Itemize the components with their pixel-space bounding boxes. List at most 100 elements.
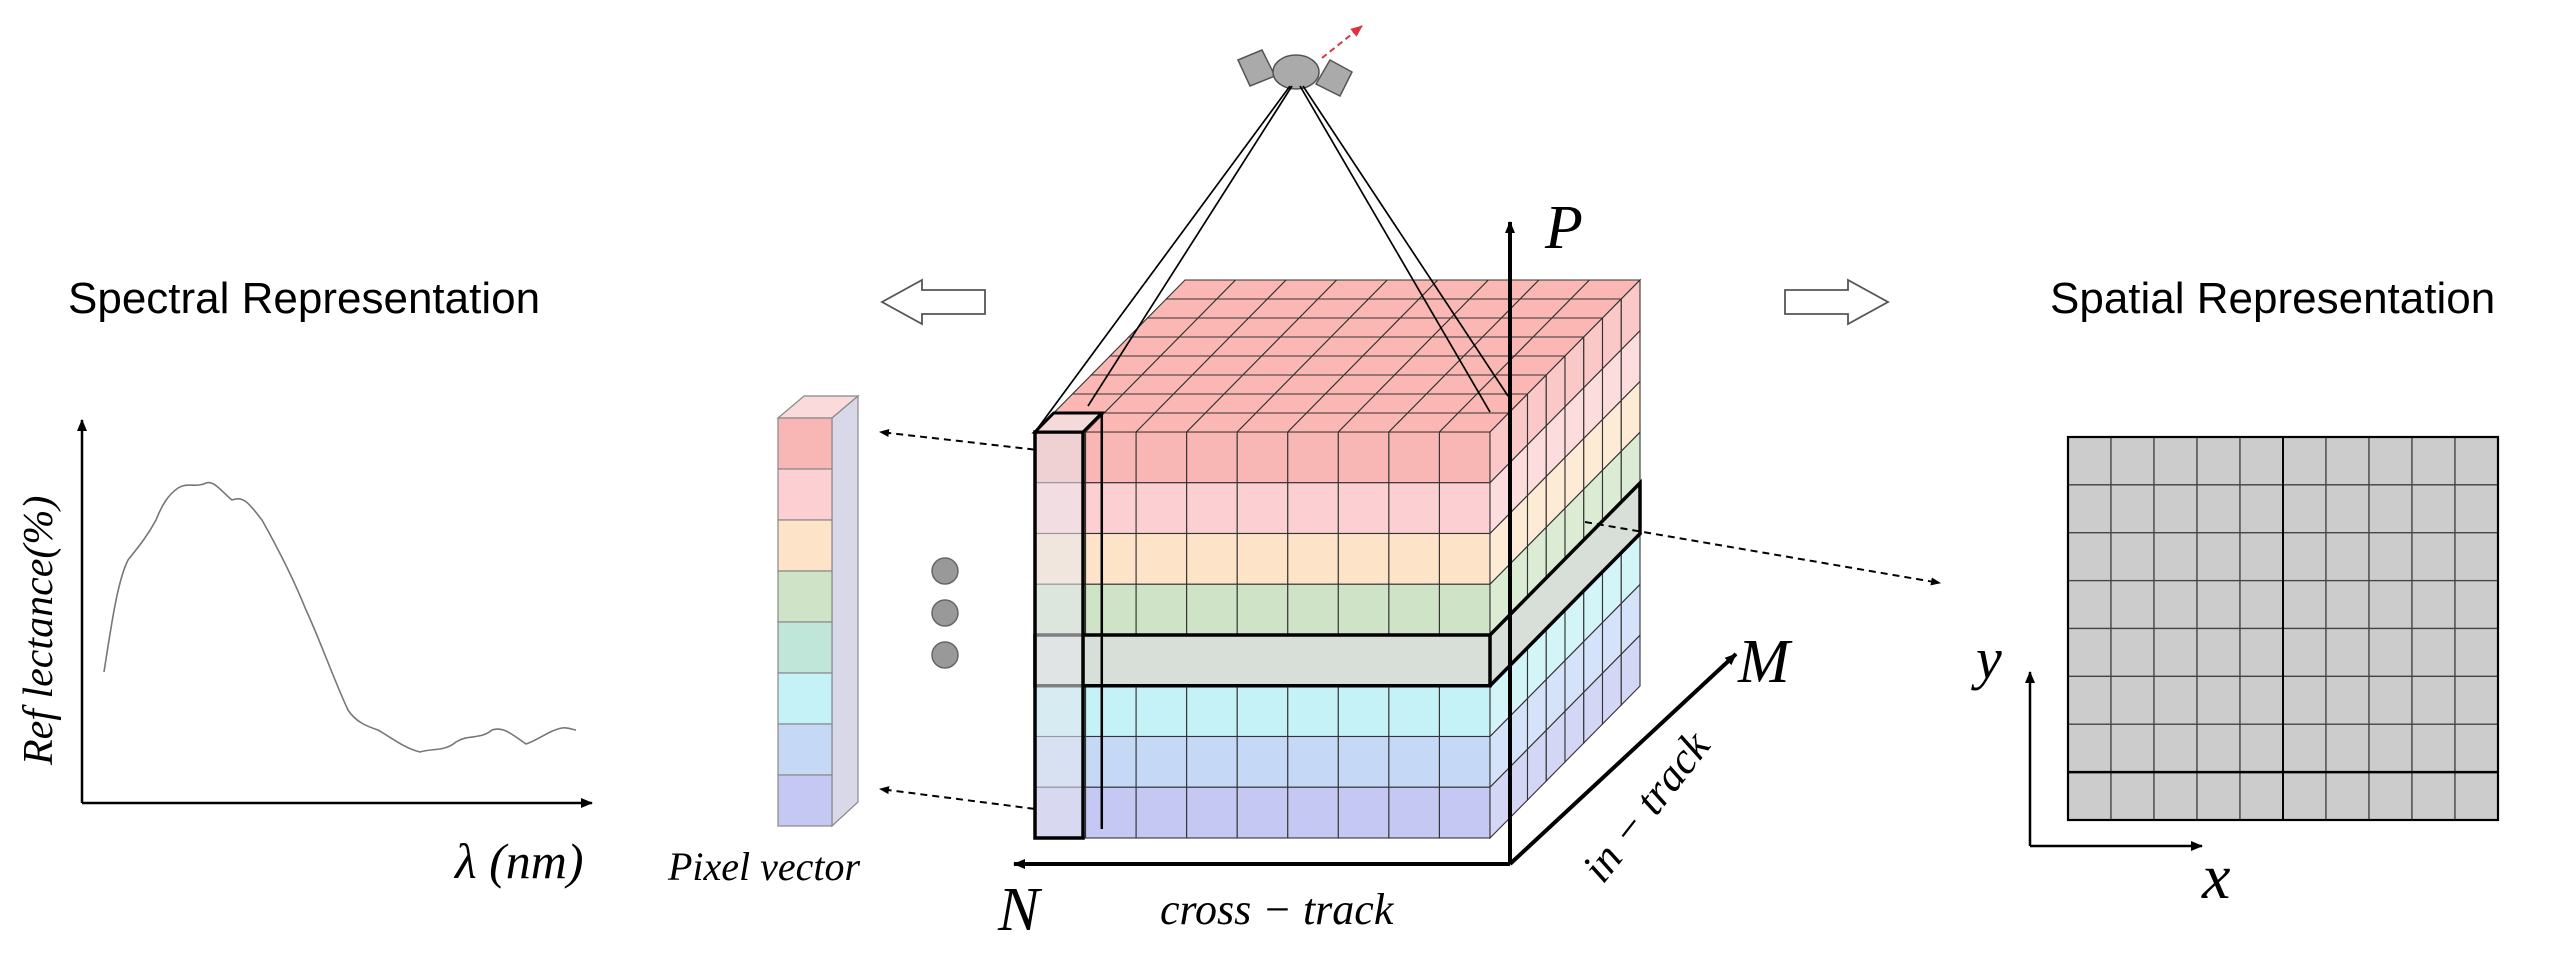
pixel-vector-cells (777, 417, 833, 827)
cube-front-cell (1438, 532, 1491, 585)
spectral-title: Spectral Representation (68, 274, 540, 323)
cube-front-cell (1438, 685, 1491, 738)
spatial-grid-cell (2454, 532, 2499, 582)
spatial-grid-cell (2282, 627, 2327, 678)
pointer-top-to-vector (879, 429, 1083, 456)
spatial-grid-cell (2110, 627, 2155, 678)
spatial-grid-cell (2067, 627, 2112, 678)
cube-front-cell (1438, 431, 1491, 484)
cube-front-cell (1438, 735, 1491, 788)
spatial-grid-cell (2368, 675, 2413, 725)
satellite-body (1272, 54, 1320, 90)
spatial-grid-cell (2239, 436, 2284, 486)
satellite (1236, 25, 1363, 98)
pixel-vector-cell (777, 468, 833, 521)
spatial-grid-cell (2411, 579, 2456, 630)
cross-track-label: cross − track (1160, 885, 1395, 934)
spatial-grid-cell (2368, 579, 2413, 630)
selected-band-side (1490, 483, 1640, 686)
pixel-vector-cell (777, 570, 833, 623)
spatial-grid-cells (2066, 435, 2500, 822)
spatial-grid-cell (2153, 579, 2198, 630)
cube-front-cell (1438, 583, 1491, 636)
spatial-grid-cell (2110, 436, 2155, 486)
cube-front-cell (1236, 482, 1289, 535)
sensor-view-lines (1034, 85, 1509, 433)
cube-front-cell (1186, 532, 1238, 585)
spatial-grid-cell (2325, 484, 2370, 534)
spatial-grid-cell (2239, 532, 2284, 582)
cube-front-cell (1388, 786, 1440, 839)
cube-front-cell (1287, 482, 1339, 535)
cube-front-cell (1438, 482, 1491, 535)
spatial-grid-cell (2411, 436, 2456, 486)
cube-front-cell (1186, 685, 1238, 738)
spatial-grid-cell (2239, 723, 2284, 773)
spatial-grid-cell (2325, 579, 2370, 630)
cube-front-cell (1287, 532, 1339, 585)
cube-front-cell (1236, 685, 1289, 738)
spatial-grid-cell (2454, 723, 2499, 773)
spatial-grid-cell (2239, 771, 2284, 821)
pixel-vector-cell (777, 723, 833, 776)
spatial-grid-cell (2282, 532, 2327, 582)
cube-front-cell (1388, 431, 1440, 484)
pixel-vector-cell (777, 519, 833, 572)
cube-side-cell (1620, 633, 1641, 707)
pixel-vector-side (831, 394, 859, 828)
spatial-grid-cell (2153, 436, 2198, 486)
spatial-grid-cell (2368, 627, 2413, 678)
pixel-vector-cell (777, 417, 833, 470)
spatial-grid-cell (2067, 484, 2112, 534)
cube-front-cell (1085, 685, 1137, 738)
spatial-grid-cell (2411, 723, 2456, 773)
cube-front-cell (1337, 786, 1390, 839)
spectral-y-label: Ref lectance(%) (16, 496, 62, 766)
spatial-grid-cell (2325, 771, 2370, 821)
ellipsis-dot (931, 641, 959, 669)
spatial-grid-cell (2454, 627, 2499, 678)
spatial-grid-cell (2196, 723, 2241, 773)
cube-front-cell (1236, 431, 1289, 484)
pointer-band-to-grid (1584, 521, 1941, 586)
in-track-label: in − track (1572, 721, 1720, 891)
cube-front-cell (1135, 431, 1188, 484)
cube-front-cell (1186, 735, 1238, 788)
axis-label-n: N (997, 876, 1043, 944)
spatial-grid-cell (2282, 436, 2327, 486)
cube-axis-m (1508, 652, 1738, 866)
cube-front-cell (1135, 786, 1188, 839)
spatial-grid-cell (2325, 627, 2370, 678)
spatial-grid-cell (2368, 484, 2413, 534)
pixel-vector-cell (777, 621, 833, 674)
spatial-grid-cell (2368, 771, 2413, 821)
spatial-title: Spatial Representation (2050, 274, 2495, 323)
spatial-grid-cell (2153, 627, 2198, 678)
spatial-grid-cell (2067, 436, 2112, 486)
spatial-grid-cell (2067, 532, 2112, 582)
cube-front-cell (1186, 431, 1238, 484)
spatial-grid-cell (2110, 532, 2155, 582)
spatial-grid-cell (2454, 771, 2499, 821)
spatial-grid-cell (2282, 675, 2327, 725)
spatial-grid: y x (1971, 435, 2500, 912)
spatial-grid-cell (2067, 771, 2112, 821)
spatial-grid-cell (2239, 579, 2284, 630)
right-hollow-arrow (1784, 278, 1890, 326)
spatial-grid-cell (2153, 675, 2198, 725)
cube-front-cell (1337, 583, 1390, 636)
spatial-grid-cell (2110, 723, 2155, 773)
spatial-grid-cell (2325, 723, 2370, 773)
spatial-grid-cell (2110, 484, 2155, 534)
cube-front-cell (1085, 431, 1137, 484)
spatial-grid-cell (2153, 723, 2198, 773)
spatial-grid-cell (2411, 484, 2456, 534)
spatial-grid-cell (2196, 627, 2241, 678)
pixel-vector: Pixel vector (667, 394, 861, 889)
spatial-grid-cell (2282, 723, 2327, 773)
cube-front-cell (1085, 735, 1137, 788)
cube-front-cell (1438, 786, 1491, 839)
spectral-plot: Ref lectance(%) λ (nm) (16, 419, 593, 889)
spatial-grid-cell (2411, 532, 2456, 582)
spatial-grid-cell (2196, 532, 2241, 582)
